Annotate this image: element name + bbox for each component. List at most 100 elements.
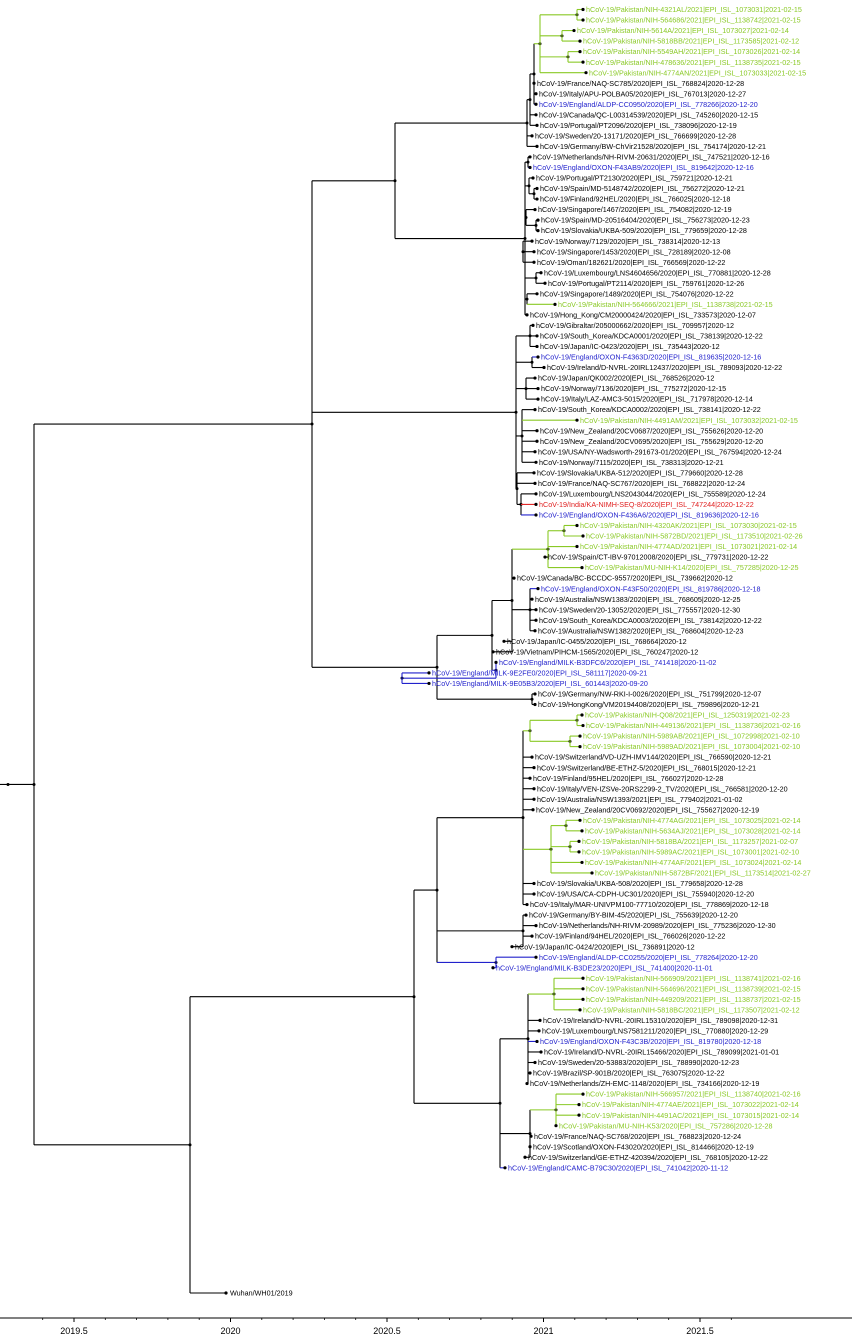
tip-label: hCoV-19/Pakistan/NIH-4320AK/2021|EPI_ISL… xyxy=(580,521,797,530)
tip-node xyxy=(528,155,532,159)
tip-node xyxy=(494,660,498,664)
tip-node xyxy=(535,292,539,296)
tip-label: hCoV-19/Pakistan/NIH-5818BC/2021|EPI_ISL… xyxy=(583,1005,800,1014)
tip-node xyxy=(584,71,588,75)
tip-label: hCoV-19/Netherlands/NH-RIVM-20989/2020|E… xyxy=(539,921,776,930)
tip-label: hCoV-19/Pakistan/NIH-566957/2021|EPI_ISL… xyxy=(586,1090,801,1099)
tip-label: hCoV-19/Netherlands/NH-RIVM-20631/2020|E… xyxy=(533,153,770,162)
tip-label: hCoV-19/England/CAMC-B79C30/2020|EPI_ISL… xyxy=(508,1163,728,1172)
tip-node xyxy=(581,997,585,1001)
tip-node xyxy=(578,745,582,749)
tip-node xyxy=(578,50,582,54)
root-tip-node xyxy=(224,1291,228,1295)
tip-label: hCoV-19/HongKong/VM20194408/2020|EPI_ISL… xyxy=(538,700,760,709)
tip-node xyxy=(532,787,536,791)
tip-node xyxy=(534,502,538,507)
tip-node xyxy=(580,860,584,865)
tip-label: hCoV-19/Finland/94HEL/2020|EPI_ISL_76602… xyxy=(535,932,725,941)
tip-node xyxy=(581,7,585,12)
tip-label: hCoV-19/Pakistan/NIH-564666/2021|EPI_ISL… xyxy=(558,300,773,309)
tip-node xyxy=(533,702,537,707)
tip-node xyxy=(427,681,431,686)
tip-node xyxy=(523,1155,527,1159)
tip-label: hCoV-19/France/NAQ-SC767/2020|EPI_ISL_76… xyxy=(538,479,745,488)
tip-node xyxy=(533,376,537,380)
tip-label: hCoV-19/Pakistan/NIH-5549AH/2021|EPI_ISL… xyxy=(583,47,800,56)
tip-node xyxy=(534,618,538,622)
tip-node xyxy=(536,229,540,233)
tip-label: hCoV-19/USA/NY-Wadsworth-291673-01/2020|… xyxy=(538,447,782,456)
tip-node xyxy=(533,692,537,696)
tip-label: hCoV-19/Canada/QC-L00314539/2020|EPI_ISL… xyxy=(539,110,758,119)
tip-label: hCoV-19/Italy/MAR-UNIVPM100-77710/2020|E… xyxy=(530,900,769,909)
tip-node xyxy=(581,1092,585,1096)
tip-node xyxy=(539,1050,543,1054)
tip-label: hCoV-19/England/MILK-B3DFC6/2020|EPI_ISL… xyxy=(499,658,716,667)
tip-node xyxy=(538,1018,542,1022)
axis-tick-label: 2021.5 xyxy=(686,1326,714,1336)
tip-node xyxy=(578,1008,582,1012)
tip-node xyxy=(534,492,538,496)
tip-node xyxy=(537,1029,541,1033)
tip-label: hCoV-19/England/OXON-F43F50/2020|EPI_ISL… xyxy=(541,584,761,593)
tip-node xyxy=(529,1134,533,1138)
tip-label: hCoV-19/Portugal/PT2130/2020|EPI_ISL_759… xyxy=(536,174,733,183)
tip-label: hCoV-19/India/KA-NIMH-SEQ-8/2020|EPI_ISL… xyxy=(539,500,754,509)
tip-node xyxy=(525,1081,529,1086)
tip-node xyxy=(575,523,579,528)
tip-node xyxy=(534,608,538,612)
tip-label: hCoV-19/Pakistan/NIH-5989AB/2021|EPI_ISL… xyxy=(583,732,800,741)
tip-node xyxy=(535,186,539,191)
tip-label: hCoV-19/USA/CA-CDPH-UC301/2020|EPI_ISL_7… xyxy=(537,890,754,899)
tip-label: hCoV-19/England/OXON-F4363D/2020|EPI_ISL… xyxy=(541,353,761,362)
tip-node xyxy=(528,1071,532,1075)
tip-label: hCoV-19/Slovakia/UKBA-509/2020|EPI_ISL_7… xyxy=(541,226,747,235)
tip-label: hCoV-19/Brazil/SP-901B/2020|EPI_ISL_7630… xyxy=(533,1069,725,1078)
tip-label: hCoV-19/Ireland/D-NVRL-20IRL12437/2020|E… xyxy=(547,363,782,372)
tip-label: hCoV-19/Switzerland/GE-ETHZ-420394/2020|… xyxy=(528,1153,768,1162)
tip-node xyxy=(578,818,582,822)
tip-label: hCoV-19/Norway/7129/2020|EPI_ISL_738314|… xyxy=(535,237,720,246)
tip-node xyxy=(528,165,532,170)
tip-label: hCoV-19/Pakistan/NIH-4491AM/2021|EPI_ISL… xyxy=(580,416,798,425)
tip-node xyxy=(581,534,585,538)
tip-label: hCoV-19/Switzerland/BE-ETHZ-5/2020|EPI_I… xyxy=(537,763,756,772)
tip-node xyxy=(577,839,581,843)
tip-label: hCoV-19/Australia/NSW1383/2020|EPI_ISL_7… xyxy=(535,595,741,604)
tip-label: hCoV-19/Pakistan/MU-NIH-K53/2020|EPI_ISL… xyxy=(559,1121,773,1130)
tip-label: hCoV-19/Pakistan/NIH-449136/2021|EPI_ISL… xyxy=(586,721,801,730)
tip-label: hCoV-19/Germany/NW-RKI-I-0026/2020|EPI_I… xyxy=(538,690,761,699)
tip-label: hCoV-19/Pakistan/NIH-5634AJ/2021|EPI_ISL… xyxy=(585,826,801,835)
tip-label: hCoV-19/Spain/CT-IBV-97012008/2020|EPI_I… xyxy=(548,553,768,562)
tip-label: hCoV-19/Singapore/1453/2020|EPI_ISL_7281… xyxy=(537,247,731,256)
tip-label: hCoV-19/Sweden/20-13171/2020|EPI_ISL_766… xyxy=(535,131,736,140)
tip-node xyxy=(534,513,538,517)
tip-label: hCoV-19/Italy/LAZ-AMC3-5015/2020|EPI_ISL… xyxy=(541,395,753,404)
tip-node xyxy=(535,439,539,443)
tip-label: hCoV-19/Hong_Kong/CM20000424/2020|EPI_IS… xyxy=(530,310,756,319)
tip-node xyxy=(533,408,537,412)
tip-node xyxy=(532,892,536,896)
axis-tick-label: 2020.5 xyxy=(373,1326,401,1336)
tip-label: hCoV-19/Pakistan/NIH-5818BB/2021|EPI_ISL… xyxy=(583,37,799,46)
tip-node xyxy=(536,587,540,591)
tip-node xyxy=(534,92,538,96)
tip-label: hCoV-19/New_Zealand/20CV0687/2020|EPI_IS… xyxy=(540,426,763,435)
tip-label: hCoV-19/Pakistan/NIH-4774AF/2021|EPI_ISL… xyxy=(585,858,801,867)
tip-node xyxy=(539,271,543,275)
tip-label: hCoV-19/Australia/NSW1393/2021|EPI_ISL_7… xyxy=(537,795,743,804)
tip-node xyxy=(530,755,534,759)
tip-label: hCoV-19/Pakistan/NIH-564686/2021|EPI_ISL… xyxy=(586,16,801,25)
tip-label: hCoV-19/South_Korea/KDCA0003/2020|EPI_IS… xyxy=(539,616,762,625)
tip-node xyxy=(533,481,537,485)
tip-node xyxy=(530,239,534,243)
tip-label: hCoV-19/Pakistan/MU-NIH-K14/2020|EPI_ISL… xyxy=(585,563,799,572)
tip-node xyxy=(502,639,506,643)
tip-label: hCoV-19/Netherlands/ZH-EMC-1148/2020|EPI… xyxy=(530,1079,759,1088)
tip-node xyxy=(532,250,536,254)
tip-node xyxy=(581,60,585,64)
tip-node xyxy=(535,123,539,127)
tip-node xyxy=(577,1113,581,1117)
tip-node xyxy=(503,1166,507,1170)
